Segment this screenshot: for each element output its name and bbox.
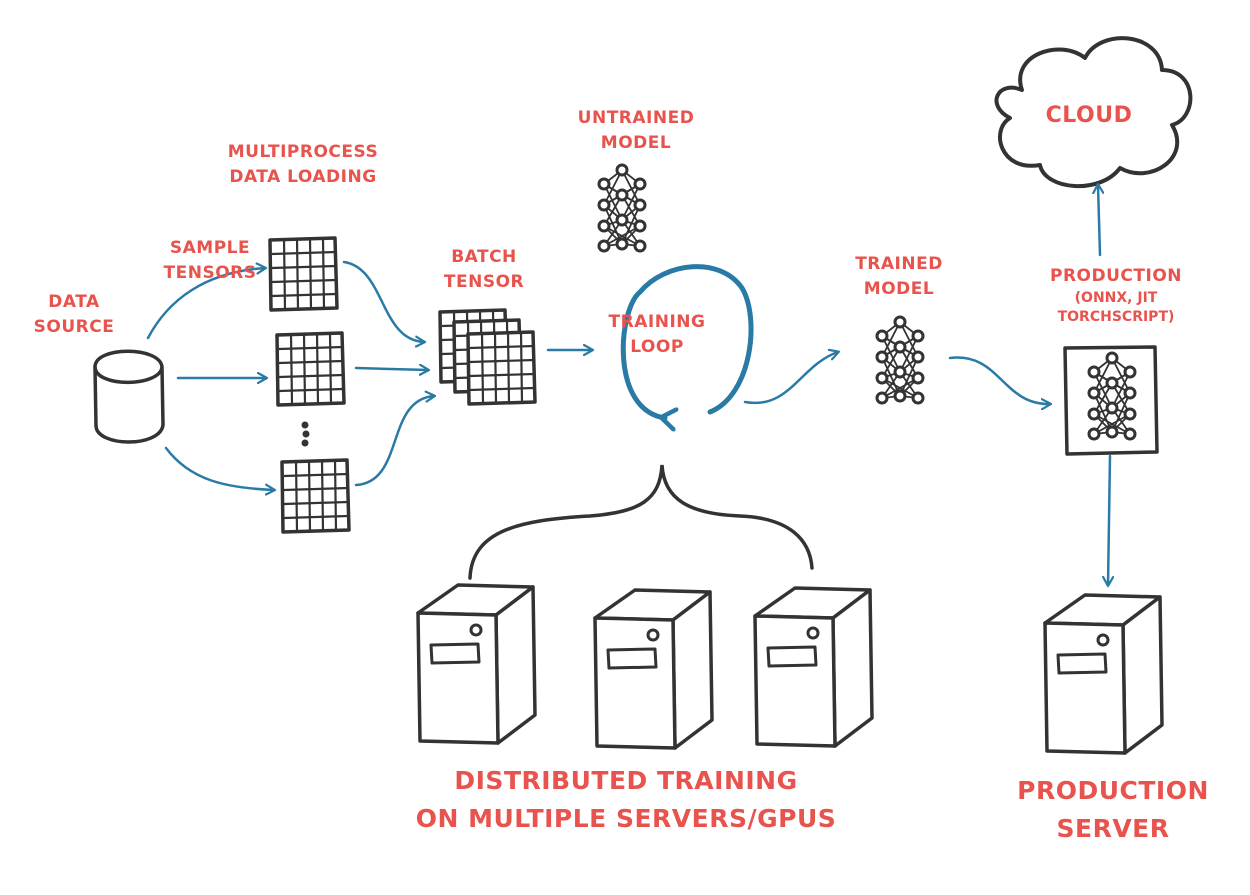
production-label-line-1: PRODUCTION <box>1050 266 1182 286</box>
trained-model-label-line-1: TRAINED <box>855 254 943 274</box>
cloud-icon <box>994 36 1193 189</box>
brace-icon <box>468 464 814 580</box>
multiprocess-label-line-2: DATA LOADING <box>229 166 377 187</box>
sample-tensors-label-line-2: TENSORS <box>163 262 257 283</box>
data-source-label-line-2: SOURCE <box>33 316 115 337</box>
training-loop-label: TRAINING LOOP <box>609 310 706 359</box>
cloud-label: CLOUD <box>1046 100 1133 132</box>
multiprocess-label: MULTIPROCESS DATA LOADING <box>228 140 378 189</box>
distributed-training-label-line-2: ON MULTIPLE SERVERS/GPUs <box>415 803 837 833</box>
multiprocess-label-line-1: MULTIPROCESS <box>227 142 379 162</box>
database-icon <box>93 349 165 444</box>
production-model-icon <box>1063 345 1159 456</box>
sample-tensors-label: SAMPLE TENSORS <box>164 236 257 285</box>
flow-arrows <box>146 185 1110 585</box>
neural-net-icon <box>875 315 925 405</box>
grid-icon <box>275 331 346 407</box>
batch-tensor-label-line-2: TENSOR <box>443 271 525 292</box>
loop-arrow-icon <box>620 264 754 418</box>
distributed-training-label-line-1: DISTRIBUTED TRAINING <box>454 766 798 795</box>
batch-tensor-label-line-1: BATCH <box>451 247 517 267</box>
production-server-label-line-1: PRODUCTION <box>1017 776 1209 805</box>
training-loop-label-line-2: LOOP <box>630 336 684 357</box>
cloud-label-text: CLOUD <box>1045 103 1133 128</box>
production-label: PRODUCTION (ONNX, JIT TORCHSCRIPT) <box>1050 264 1182 326</box>
batch-tensor-label: BATCH TENSOR <box>444 245 524 294</box>
ellipsis-dots <box>301 421 310 447</box>
production-label-line-3: TORCHSCRIPT) <box>1057 308 1175 325</box>
server-icon <box>593 588 714 750</box>
training-loop-label-line-1: TRAINING <box>608 312 706 332</box>
untrained-model-label-line-1: UNTRAINED <box>577 108 695 128</box>
grid-icon <box>280 458 351 534</box>
grid-icon <box>268 236 339 312</box>
trained-model-label: TRAINED MODEL <box>855 252 943 301</box>
data-source-label: DATA SOURCE <box>34 290 115 339</box>
data-source-label-line-1: DATA <box>48 292 100 312</box>
production-server-label-line-2: SERVER <box>1056 813 1170 843</box>
distributed-training-label: DISTRIBUTED TRAINING ON MULTIPLE SERVERS… <box>416 762 837 837</box>
server-icon <box>753 586 874 748</box>
untrained-model-label-line-2: MODEL <box>600 132 672 153</box>
sample-tensors-label-line-1: SAMPLE <box>169 238 251 258</box>
server-icon <box>416 583 537 745</box>
server-icon <box>1043 593 1164 755</box>
untrained-model-label: UNTRAINED MODEL <box>578 106 695 155</box>
production-server-label: PRODUCTION SERVER <box>1017 772 1209 847</box>
neural-net-icon <box>597 163 647 253</box>
trained-model-label-line-2: MODEL <box>863 278 935 299</box>
batch-tensor-icon <box>438 308 537 406</box>
production-label-line-2: (ONNX, JIT <box>1074 289 1158 306</box>
